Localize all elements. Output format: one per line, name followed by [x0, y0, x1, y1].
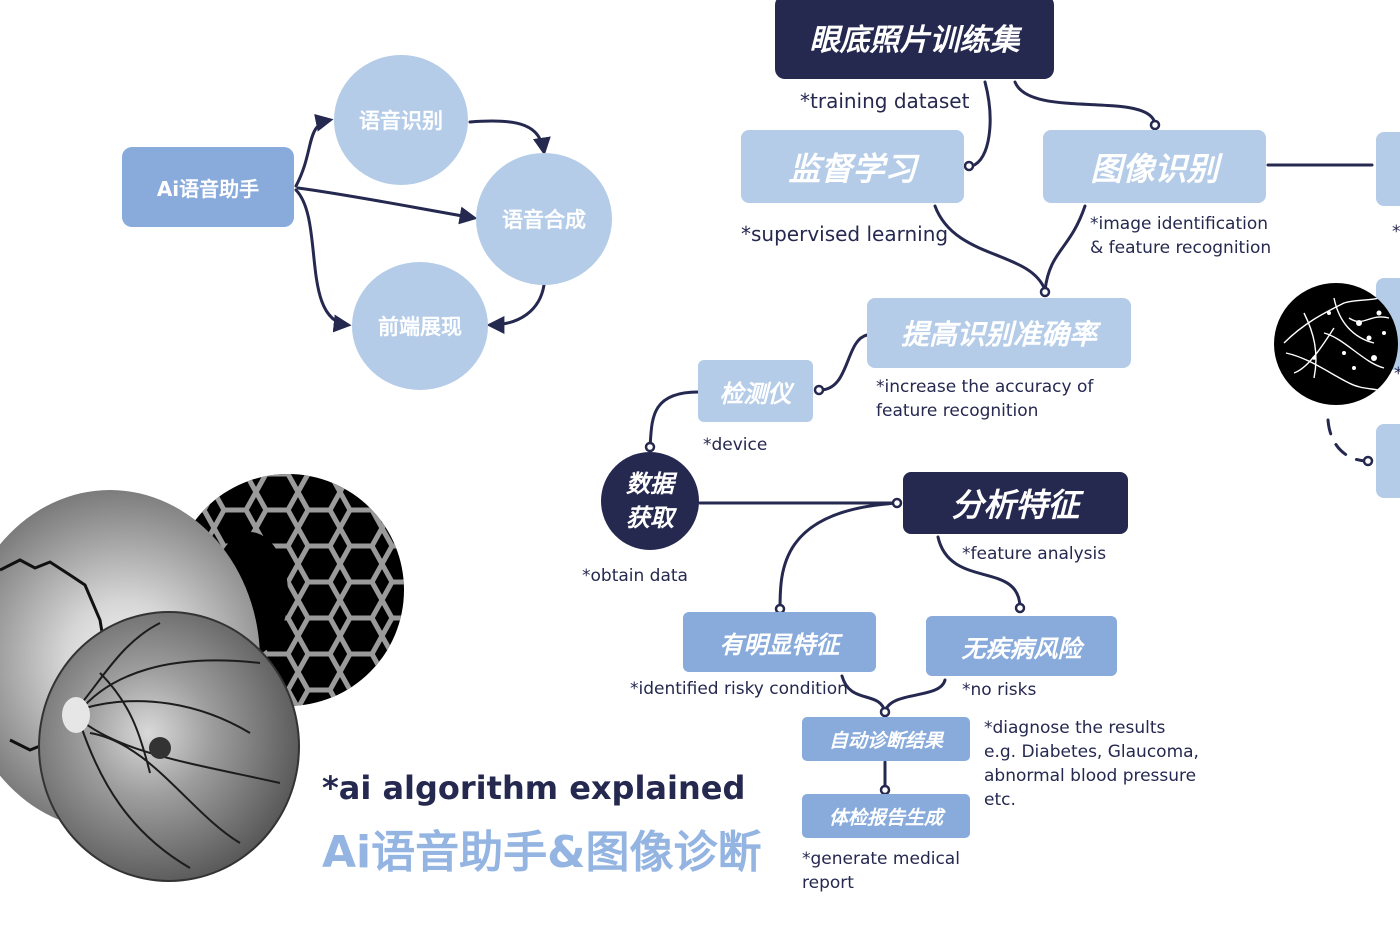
obtain-data-node: 数据 获取 — [601, 452, 699, 550]
training-set-box: 眼底照片训练集 — [775, 0, 1054, 79]
image-recognition-box: 图像识别 — [1043, 130, 1266, 203]
image-recognition-label: 图像识别 — [1090, 149, 1219, 188]
report-box: 体检报告生成 — [802, 794, 970, 838]
device-note: *device — [703, 435, 768, 455]
device-box: 检测仪 — [698, 360, 813, 422]
diagnose-note: *diagnose the results e.g. Diabetes, Gla… — [984, 718, 1199, 810]
frontend-display-circle: 前端展现 — [352, 262, 488, 390]
diagnose-box: 自动诊断结果 — [802, 717, 970, 761]
supervised-learning-label: 监督学习 — [788, 149, 917, 188]
caption-title: Ai语音助手&图像诊断 — [322, 827, 762, 878]
feature-analysis-note: *feature analysis — [962, 544, 1107, 564]
feature-analysis-box: 分析特征 — [903, 472, 1128, 534]
retina-segmentation-image — [1274, 283, 1398, 405]
ai-voice-assistant-label: Ai语音助手 — [156, 176, 260, 201]
feature-analysis-label: 分析特征 — [951, 486, 1080, 524]
no-risk-label: 无疾病风险 — [961, 634, 1082, 663]
diagnose-label: 自动诊断结果 — [828, 729, 943, 752]
no-risk-note: *no risks — [962, 680, 1037, 700]
risky-condition-box: 有明显特征 — [683, 612, 876, 672]
retina-fundus-image — [38, 611, 300, 882]
no-risk-box: 无疾病风险 — [926, 616, 1117, 676]
right-edge-box-bottom — [1376, 424, 1400, 498]
device-label: 检测仪 — [719, 379, 792, 408]
accuracy-note: *increase the accuracy of feature recogn… — [876, 377, 1094, 421]
training-set-label: 眼底照片训练集 — [809, 23, 1020, 58]
speech-synthesis-circle: 语音合成 — [476, 153, 612, 285]
accuracy-label: 提高识别准确率 — [900, 318, 1097, 351]
report-note: *generate medical report — [802, 849, 960, 893]
risky-condition-label: 有明显特征 — [719, 630, 840, 659]
caption-subtitle: *ai algorithm explained — [322, 769, 746, 807]
accuracy-box: 提高识别准确率 — [867, 298, 1131, 368]
obtain-data-note: *obtain data — [582, 566, 688, 586]
speech-recognition-circle: 语音识别 — [334, 55, 468, 185]
risky-condition-note: *identified risky condition — [630, 679, 848, 699]
speech-synthesis-label: 语音合成 — [502, 208, 586, 232]
obtain-data-label: 数据 获取 — [626, 470, 674, 532]
frontend-display-label: 前端展现 — [378, 315, 462, 339]
ai-voice-assistant-box: Ai语音助手 — [122, 147, 294, 227]
right-edge-note-1: * — [1392, 222, 1400, 242]
supervised-learning-box: 监督学习 — [741, 130, 964, 203]
speech-recognition-label: 语音识别 — [359, 109, 443, 133]
right-edge-box-top — [1376, 132, 1400, 206]
image-recognition-note: *image identification & feature recognit… — [1090, 214, 1272, 258]
supervised-learning-note: *supervised learning — [741, 222, 949, 246]
report-label: 体检报告生成 — [828, 806, 943, 829]
right-edge-note-2: * — [1394, 362, 1400, 386]
training-set-note: *training dataset — [800, 89, 970, 113]
